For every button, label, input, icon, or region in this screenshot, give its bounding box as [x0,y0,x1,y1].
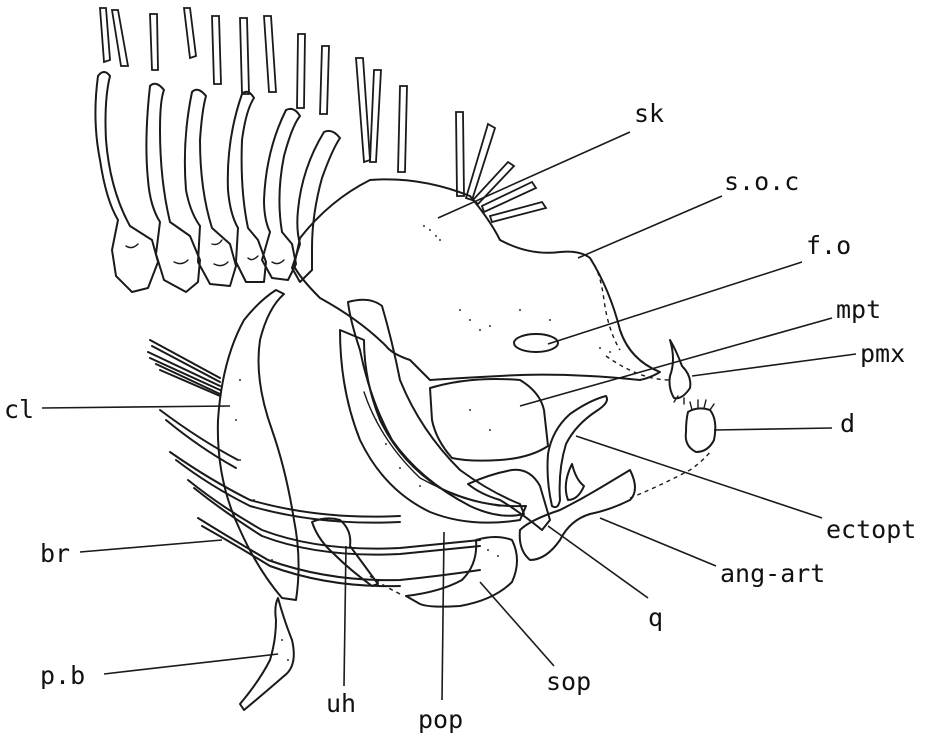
suspensorium [340,300,710,560]
leader-pmx [692,354,856,376]
dentary [686,408,716,452]
leader-ectopt [576,436,822,518]
leader-d [714,428,832,430]
fin-ray [264,16,276,92]
label-angart: ang-art [720,559,825,588]
stipple-texture [235,225,611,661]
label-pmx: pmx [860,339,905,368]
leader-mpt [520,318,832,406]
ectopterygoid [548,396,608,507]
pterygiophore [146,84,200,292]
label-sk: sk [634,99,664,128]
label-q: q [648,603,663,632]
label-soc: s.o.c [724,167,799,196]
fin-ray [150,14,158,70]
fin-ray [370,70,381,162]
fin-ray [356,58,370,162]
neurocranium [294,179,670,380]
leader-lines [42,132,856,700]
hyomandibular [348,300,524,516]
dorsal-fin-rays-upper [100,8,546,222]
premaxilla [670,340,691,398]
lower-jaw-dashed [630,452,710,498]
postcleithrum [240,598,294,710]
label-cl: cl [4,395,34,424]
leader-pop [442,532,444,700]
leader-br [80,540,222,552]
pterygiophore [262,109,300,280]
leader-uh [344,546,346,686]
leader-angart [600,518,716,566]
label-pop: pop [418,705,463,734]
fin-ray [398,86,407,172]
skull-dashed-edge [590,258,620,350]
fin-ray [456,112,464,196]
pectoral-fin-rays [148,340,220,396]
pterygiophore [292,131,340,282]
leader-soc [578,196,722,258]
leader-fo [548,262,802,344]
metapterygoid [430,379,548,461]
label-uh: uh [326,689,356,718]
label-pb: p.b [40,661,85,690]
label-fo: f.o [806,231,851,260]
fin-ray [297,34,305,108]
angular-process [566,464,584,500]
fin-ray [184,8,196,58]
leader-pb [104,654,278,674]
leader-cl [42,406,230,408]
fin-ray [100,8,110,62]
fin-ray [240,18,249,94]
fin-ray [112,10,128,66]
label-sop: sop [546,667,591,696]
leader-q [548,526,648,598]
skull-outline [294,179,660,380]
fin-ray [212,16,221,84]
leader-sop [480,582,554,666]
label-mpt: mpt [836,295,881,324]
fin-ray [320,46,329,114]
label-ectopt: ectopt [826,515,916,544]
label-d: d [840,409,855,438]
label-br: br [40,539,70,568]
